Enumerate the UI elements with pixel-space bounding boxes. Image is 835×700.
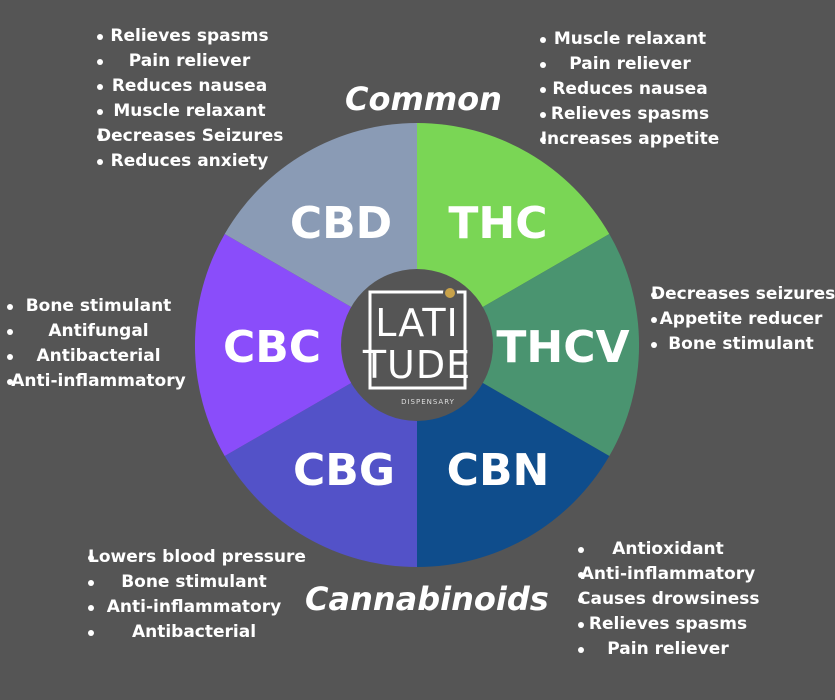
list-item: Reduces nausea: [540, 77, 720, 102]
segment-thcv: [417, 234, 640, 456]
segment-label-cbn: CBN: [447, 445, 550, 496]
list-item: Pain reliever: [578, 637, 758, 662]
list-item: Muscle relaxant: [540, 27, 720, 52]
list-item: Decreases Seizures: [97, 124, 283, 149]
list-item: Reduces nausea: [97, 74, 282, 99]
segment-label-thc: THC: [448, 198, 547, 249]
segment-cbc: [194, 234, 417, 456]
center-circle: [341, 269, 493, 421]
list-item: Pain reliever: [97, 49, 282, 74]
list-item: Antifungal: [7, 319, 190, 344]
list-item: Antioxidant: [578, 537, 758, 562]
latitude-logo: LATI TUDE DISPENSARY: [362, 286, 471, 406]
logo-line1: LATI: [375, 301, 459, 345]
cbn-effects-list: Antioxidant Anti-inflammatory Causes dro…: [578, 537, 760, 662]
list-item: Increases appetite: [540, 127, 720, 152]
list-item: Anti-inflammatory: [7, 369, 190, 394]
heading-cannabinoids: Cannabinoids: [305, 580, 549, 618]
list-item: Reduces anxiety: [97, 149, 282, 174]
list-item: Lowers blood pressure: [88, 545, 306, 570]
thc-effects-list: Muscle relaxant Pain reliever Reduces na…: [540, 27, 720, 152]
list-item: Antibacterial: [88, 620, 300, 645]
segment-label-cbd: CBD: [290, 198, 392, 249]
list-item: Antibacterial: [7, 344, 190, 369]
list-item: Causes drowsiness: [578, 587, 760, 612]
segment-label-thcv: THCV: [496, 322, 629, 373]
list-item: Relieves spasms: [97, 24, 282, 49]
segment-label-cbc: CBC: [223, 322, 321, 373]
list-item: Relieves spasms: [540, 102, 720, 127]
list-item: Bone stimulant: [7, 294, 190, 319]
cbg-effects-list: Lowers blood pressure Bone stimulant Ant…: [88, 545, 306, 645]
list-item: Bone stimulant: [88, 570, 300, 595]
list-item: Anti-inflammatory: [578, 562, 758, 587]
list-item: Bone stimulant: [651, 332, 831, 357]
list-item: Relieves spasms: [578, 612, 758, 637]
list-item: Appetite reducer: [651, 307, 831, 332]
logo-dot-icon: [443, 286, 457, 300]
cbc-effects-list: Bone stimulant Antifungal Antibacterial …: [7, 294, 190, 394]
logo-subtitle: DISPENSARY: [401, 398, 455, 406]
list-item: Muscle relaxant: [97, 99, 282, 124]
heading-common: Common: [345, 80, 502, 118]
segment-label-cbg: CBG: [293, 445, 395, 496]
thcv-effects-list: Decreases seizures Appetite reducer Bone…: [651, 282, 835, 357]
cbd-effects-list: Relieves spasms Pain reliever Reduces na…: [97, 24, 283, 174]
logo-line2: TUDE: [362, 343, 471, 387]
list-item: Pain reliever: [540, 52, 720, 77]
list-item: Anti-inflammatory: [88, 595, 300, 620]
list-item: Decreases seizures: [651, 282, 835, 307]
